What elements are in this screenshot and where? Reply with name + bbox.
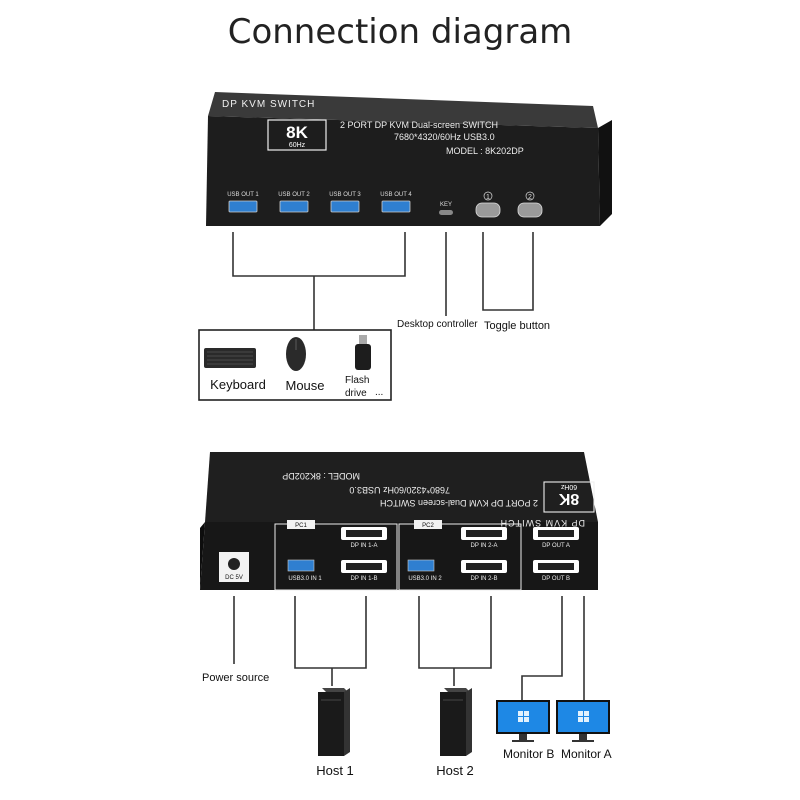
- usb-in-1-port: [287, 559, 315, 572]
- pc1-label: PC1: [295, 523, 307, 529]
- usb-in-2-port: [407, 559, 435, 572]
- front-brand-text: DP KVM SWITCH: [222, 99, 315, 110]
- button-2-ring-icon: [525, 191, 535, 201]
- monitor-b-label: Monitor B: [503, 747, 554, 761]
- monitor-b-wire: [521, 596, 563, 700]
- usb-out-3-label: USB OUT 3: [329, 192, 361, 198]
- rear-unit-top-face: [205, 452, 598, 522]
- dp-in-2b-label: DP IN 2-B: [471, 576, 498, 582]
- front-badge-big: 8K: [286, 123, 308, 142]
- dp-in-2a-label: DP IN 2-A: [471, 543, 498, 549]
- front-wiring: [232, 232, 534, 330]
- usb-out-1-label: USB OUT 1: [227, 192, 259, 198]
- flash-drive-label-2: drive: [345, 388, 367, 399]
- rear-desc-line1: 2 PORT DP KVM Dual-screen SWITCH: [380, 498, 538, 508]
- dc-label: DC 5V: [225, 575, 243, 581]
- keyboard-icon: [204, 348, 256, 368]
- pc2-group-frame: [398, 523, 522, 591]
- pc1-tag: [287, 520, 315, 529]
- key-label: KEY: [440, 202, 452, 208]
- host2-wire: [418, 596, 492, 669]
- usb-out-2-label: USB OUT 2: [278, 192, 310, 198]
- host-2-tower-icon: [440, 688, 472, 756]
- usb-bus-wire: [232, 232, 406, 277]
- mouse-icon: [286, 337, 306, 371]
- host-1-tower-icon: [318, 688, 350, 756]
- pc2-label: PC2: [422, 523, 434, 529]
- pc1-group-frame: [274, 523, 398, 591]
- pc2-tag: [414, 520, 442, 529]
- dp-out-b-label: DP OUT B: [542, 576, 570, 582]
- front-unit-side-face: [598, 120, 612, 226]
- front-desc-line1: 2 PORT DP KVM Dual-screen SWITCH: [340, 120, 498, 130]
- front-unit-front-face: [206, 116, 600, 226]
- front-desc-line2: 7680*4320/60Hz USB3.0: [394, 132, 495, 142]
- usb-out-3-port: [330, 200, 360, 213]
- monitor-b-icon: [496, 700, 550, 742]
- diagram-title: Connection diagram: [227, 12, 573, 52]
- front-badge-small: 60Hz: [289, 142, 306, 149]
- keyboard-label: Keyboard: [210, 377, 266, 392]
- flash-drive-label-1: Flash: [345, 375, 369, 386]
- rear-badge-small: 60Hz: [560, 483, 577, 490]
- front-8k-badge: [267, 119, 327, 151]
- usb-in-2-label: USB3.0 IN 2: [408, 576, 442, 582]
- front-kvm-switch: DP KVM SWITCH 8K 60Hz 2 PORT DP KVM Dual…: [206, 92, 612, 226]
- rear-wiring: [233, 596, 585, 700]
- desktop-controller-label: Desktop controller: [397, 319, 478, 330]
- toggle-button-2: [517, 202, 543, 218]
- key-port: [439, 210, 453, 215]
- rear-badge-big: 8K: [558, 490, 579, 507]
- usb-out-4-label: USB OUT 4: [380, 192, 412, 198]
- monitor-a-label: Monitor A: [561, 747, 612, 761]
- front-model-text: MODEL : 8K202DP: [446, 146, 524, 156]
- rear-upside-down-print: DP KVM SWITCH 2 PORT DP KVM Dual-screen …: [282, 471, 595, 528]
- power-source-label: Power source: [202, 672, 269, 684]
- button-1-label: 1: [486, 194, 490, 201]
- host-2-label: Host 2: [436, 763, 474, 778]
- usb-out-2-port: [279, 200, 309, 213]
- dc-jack-icon: [228, 558, 240, 570]
- rear-brand-text: DP KVM SWITCH: [500, 518, 585, 528]
- rear-8k-badge: [543, 481, 595, 513]
- host-1-label: Host 1: [316, 763, 354, 778]
- button-1-ring-icon: [483, 191, 493, 201]
- rear-desc-line2: 7680*4320/60Hz USB3.0: [349, 485, 450, 495]
- toggle-button-1: [475, 202, 501, 218]
- rear-kvm-switch: DP KVM SWITCH 2 PORT DP KVM Dual-screen …: [200, 452, 598, 591]
- flash-drive-icon: [355, 335, 371, 370]
- host1-wire: [294, 596, 367, 669]
- dp-out-a-label: DP OUT A: [542, 543, 570, 549]
- toggle-button-label: Toggle button: [484, 320, 550, 332]
- dp-in-1b-label: DP IN 1-B: [351, 576, 378, 582]
- rear-model-text: MODEL : 8K202DP: [282, 471, 360, 481]
- monitor-a-icon: [556, 700, 610, 742]
- ellipsis-label: ...: [375, 387, 383, 398]
- usb-out-1-port: [228, 200, 258, 213]
- toggle-button-wire: [482, 232, 534, 311]
- button-2-label: 2: [528, 194, 532, 201]
- dp-in-1a-label: DP IN 1-A: [351, 543, 378, 549]
- usb-in-1-label: USB3.0 IN 1: [288, 576, 322, 582]
- mouse-label: Mouse: [285, 378, 324, 393]
- usb-out-4-port: [381, 200, 411, 213]
